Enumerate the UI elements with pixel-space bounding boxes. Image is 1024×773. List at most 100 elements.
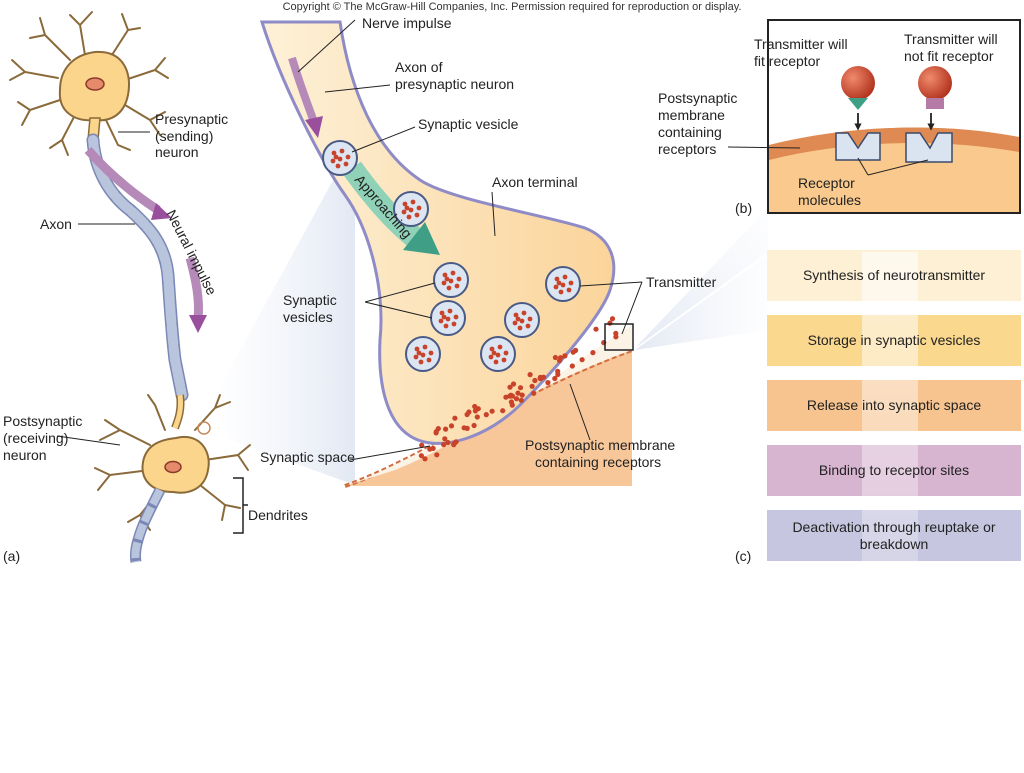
synaptic-vesicles-label-2: vesicles — [283, 309, 333, 325]
vesicle-transmitter-dot — [448, 278, 454, 284]
cleft-transmitter-dot — [562, 353, 568, 359]
vesicle-transmitter-dot — [441, 314, 447, 320]
presynaptic-label-3: neuron — [155, 144, 199, 160]
neural-impulse-arrow-1 — [84, 147, 161, 214]
vesicle-transmitter-dot — [553, 284, 559, 290]
step-1-label: Synthesis of neurotransmitter — [802, 267, 986, 283]
axon-terminal-shape — [259, 20, 616, 445]
postsynaptic-label-3: neuron — [3, 447, 47, 463]
cleft-transmitter-dot — [435, 426, 441, 432]
synaptic-vesicle-label: Synaptic vesicle — [418, 116, 519, 132]
vesicle-transmitter-dot — [453, 314, 459, 320]
vesicle-transmitter-dot — [560, 282, 566, 288]
vesicle-transmitter-dot — [408, 207, 414, 213]
will-not-fit-label-1: Transmitter will — [904, 31, 998, 47]
vesicle-transmitter-dot — [428, 350, 434, 356]
vesicle-transmitter-dot — [521, 310, 527, 316]
presynaptic-label-1: Presynaptic — [155, 111, 228, 127]
cleft-transmitter-dot — [529, 383, 535, 389]
zoom-wedge-c — [635, 255, 768, 350]
cleft-transmitter-dot — [590, 350, 596, 356]
vesicle-transmitter-dot — [426, 357, 432, 363]
cleft-transmitter-dot — [609, 316, 616, 322]
panel-b-receptors — [727, 19, 1021, 214]
vesicle-transmitter-dot — [488, 354, 494, 360]
nerve-impulse-label: Nerve impulse — [362, 15, 452, 31]
synaptic-vesicles — [322, 140, 581, 372]
cleft-transmitter-dot — [451, 442, 457, 448]
vesicle-transmitter-dot — [503, 350, 509, 356]
vesicle-transmitter-dot — [442, 272, 448, 278]
cleft-transmitter-dot — [515, 390, 521, 396]
vesicle-transmitter-dot — [401, 209, 407, 215]
transmitter-label: Transmitter — [646, 274, 717, 290]
vesicle-transmitter-dot — [333, 154, 339, 160]
vesicle-transmitter-dot — [330, 158, 336, 164]
vesicle-transmitter-dot — [443, 323, 449, 329]
vesicle-transmitter-dot — [406, 214, 412, 220]
cleft-transmitter-dot — [552, 375, 558, 382]
cleft-transmitter-dot — [552, 354, 559, 361]
vesicle-transmitter-dot — [527, 316, 533, 322]
vesicle-transmitter-dot — [439, 310, 445, 316]
vesicle-transmitter-dot — [556, 280, 562, 286]
cleft-transmitter-dot — [527, 372, 533, 378]
receptor-label-1: Receptor — [798, 175, 855, 191]
vesicle-transmitter-dot — [497, 344, 503, 350]
vesicle-transmitter-dot — [343, 161, 349, 167]
cleft-transmitter-dot — [517, 385, 524, 391]
vesicle-transmitter-dot — [512, 320, 518, 326]
zoom-wedge-b — [635, 208, 768, 348]
cleft-transmitter-dot — [532, 377, 538, 384]
vesicle-transmitter-dot — [404, 205, 410, 211]
cleft-transmitter-dot — [422, 456, 428, 462]
cleft-transmitter-dot — [500, 408, 506, 414]
receptor-label-2: molecules — [798, 192, 861, 208]
cleft-transmitter-dot — [483, 412, 489, 418]
cleft-transmitter-dot — [489, 408, 495, 414]
panel-a-neuron — [9, 11, 251, 563]
cleft-transmitter-dot — [464, 425, 470, 431]
vesicle-transmitter-dot — [410, 199, 416, 205]
vesicle-transmitter-dot — [414, 346, 420, 352]
cleft-transmitter-dot — [570, 349, 576, 355]
cleft-transmitter-dot — [579, 357, 585, 363]
cleft-transmitter-dot — [607, 320, 613, 326]
cleft-transmitter-dot — [537, 374, 544, 380]
will-fit-label-2: fit receptor — [754, 53, 820, 69]
receptor-no-fit — [905, 132, 953, 163]
cleft-transmitter-dot — [509, 393, 515, 399]
vesicle-transmitter-dot — [489, 346, 495, 352]
presynaptic-label-2: (sending) — [155, 128, 213, 144]
vesicle-transmitter-dot — [515, 316, 521, 322]
steps-flow-arrow — [862, 252, 918, 566]
transmitter-no-fit-key — [926, 98, 944, 109]
vesicle-transmitter-dot — [566, 287, 572, 293]
axon-presynaptic-label-2: presynaptic neuron — [395, 76, 514, 92]
cleft-transmitter-dot — [471, 422, 477, 429]
cleft-transmitter-dot — [531, 390, 537, 396]
panel-b-letter: (b) — [735, 200, 752, 216]
cleft-transmitter-dot — [472, 403, 478, 410]
vesicle-transmitter-dot — [495, 352, 501, 358]
cleft-transmitter-dot — [510, 381, 517, 387]
will-not-fit-label-2: not fit receptor — [904, 48, 994, 64]
vesicle-transmitter-dot — [562, 274, 568, 280]
dendrites-bracket — [233, 477, 244, 534]
panel-a-letter: (a) — [3, 548, 20, 564]
vesicle-transmitter-dot — [513, 312, 519, 318]
vesicle-transmitter-dot — [491, 350, 497, 356]
cleft-transmitter-dot — [434, 452, 440, 458]
cleft-transmitter-dot — [443, 426, 449, 432]
vesicle-transmitter-dot — [446, 285, 452, 291]
vesicle-transmitter-dot — [451, 321, 457, 327]
cleft-transmitter-dot — [569, 363, 575, 369]
vesicle-transmitter-dot — [339, 148, 345, 154]
transmitter-no-fit-ball — [918, 66, 952, 100]
vesicle-transmitter-dot — [416, 350, 422, 356]
dendrites-label: Dendrites — [248, 507, 308, 523]
cleft-transmitter-dot — [430, 445, 436, 451]
vesicle-transmitter-dot — [416, 205, 422, 211]
vesicle-transmitter-dot — [501, 357, 507, 363]
